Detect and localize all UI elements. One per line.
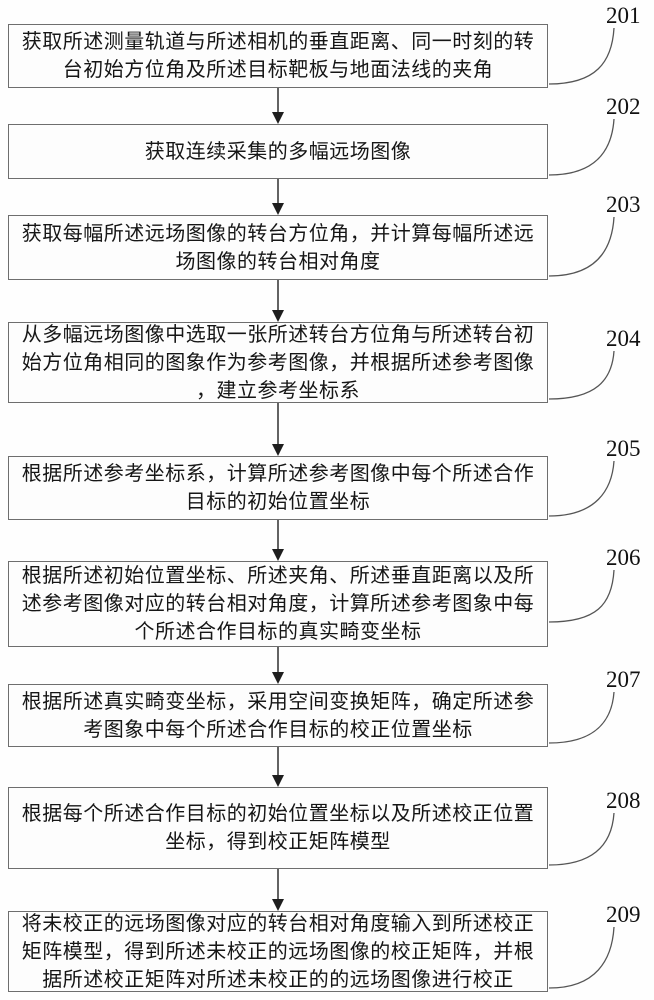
step-text-line: 台初始方位角及所述目标靶板与地面法线的夹角 (62, 59, 494, 81)
step-text-line: 坐标，得到校正矩阵模型 (165, 831, 391, 853)
leader-curve-204 (548, 350, 615, 400)
step-text-line: ，建立参考坐标系 (196, 379, 360, 402)
step-text-line: 获取每幅所述远场图像的转台方位角，并计算每幅所述远 (21, 222, 535, 245)
step-box-204: 从多幅远场图像中选取一张所述转台方位角与所述转台初 始方位角相同的图象作为参考图… (8, 322, 548, 403)
step-text-line: 根据所述真实畸变坐标，采用空间变换矩阵，确定所述参 (21, 690, 535, 713)
step-number-205: 205 (606, 436, 641, 461)
step-box-206: 根据所述初始位置坐标、所述夹角、所述垂直距离以及所 述参考图像对应的转台相对角度… (8, 561, 548, 647)
arrowhead-icon (272, 444, 284, 456)
step-text-line: 述参考图像对应的转台相对角度，计算所述参考图象中每 (21, 593, 535, 615)
arrowhead-icon (272, 112, 284, 124)
step-text-line: 据所述校正矩阵对所述未校正的的远场图像进行校正 (42, 968, 514, 991)
leader-curve-207 (548, 691, 615, 744)
step-text-line: 目标的初始位置坐标 (185, 491, 371, 513)
step-text-line: 获取连续采集的多幅远场图像 (144, 140, 412, 163)
step-number-202: 202 (606, 94, 641, 119)
step-number-201: 201 (606, 3, 641, 28)
step-box-209: 将未校正的远场图像对应的转台相对角度输入到所述校正 矩阵模型，得到所述未校正的远… (8, 911, 548, 992)
step-box-203: 获取每幅所述远场图像的转台方位角，并计算每幅所述远 场图像的转台相对角度 (8, 215, 548, 280)
step-text-line: 场图像的转台相对角度 (175, 250, 381, 273)
arrowhead-icon (272, 775, 284, 787)
step-text-line: 始方位角相同的图象作为参考图像，并根据所述参考图像 (21, 351, 535, 374)
step-text-line: 根据每个所述合作目标的初始位置坐标以及所述校正位置 (21, 803, 535, 825)
step-number-209: 209 (606, 902, 641, 927)
leader-curve-208 (548, 812, 615, 866)
arrowhead-icon (272, 203, 284, 215)
arrowhead-icon (272, 672, 284, 684)
step-number-203: 203 (606, 192, 641, 217)
step-text-line: 矩阵模型，得到所述未校正的远场图像的校正矩阵，并根 (21, 940, 535, 963)
step-text-line: 将未校正的远场图像对应的转台相对角度输入到所述校正 (21, 912, 535, 935)
step-number-206: 206 (606, 545, 641, 570)
step-text-line: 考图象中每个所述合作目标的校正位置坐标 (83, 718, 473, 741)
step-box-208: 根据每个所述合作目标的初始位置坐标以及所述校正位置 坐标，得到校正矩阵模型 (8, 787, 548, 869)
step-box-202: 获取连续采集的多幅远场图像 (8, 124, 548, 179)
leader-curve-209 (548, 926, 615, 989)
step-number-207: 207 (606, 667, 641, 692)
step-box-205: 根据所述参考坐标系，计算所述参考图像中每个所述合作 目标的初始位置坐标 (8, 456, 548, 520)
step-box-207: 根据所述真实畸变坐标，采用空间变换矩阵，确定所述参 考图象中每个所述合作目标的校… (8, 684, 548, 747)
leader-curve-206 (548, 569, 615, 623)
step-text-line: 从多幅远场图像中选取一张所述转台方位角与所述转台初 (21, 323, 535, 346)
step-number-204: 204 (606, 326, 641, 351)
leader-curve-205 (548, 460, 615, 517)
step-box-201: 获取所述测量轨道与所述相机的垂直距离、同一时刻的转 台初始方位角及所述目标靶板与… (8, 24, 548, 88)
step-text-line: 根据所述参考坐标系，计算所述参考图像中每个所述合作 (21, 463, 535, 485)
step-text-line: 个所述合作目标的真实畸变坐标 (134, 621, 422, 643)
leader-curve-201 (548, 27, 615, 85)
leader-curve-203 (548, 216, 615, 277)
step-text-line: 根据所述初始位置坐标、所述夹角、所述垂直距离以及所 (21, 565, 535, 587)
arrowhead-icon (272, 549, 284, 561)
step-text-line: 获取所述测量轨道与所述相机的垂直距离、同一时刻的转 (21, 31, 535, 53)
leader-curve-202 (548, 118, 615, 176)
step-number-208: 208 (606, 788, 641, 813)
